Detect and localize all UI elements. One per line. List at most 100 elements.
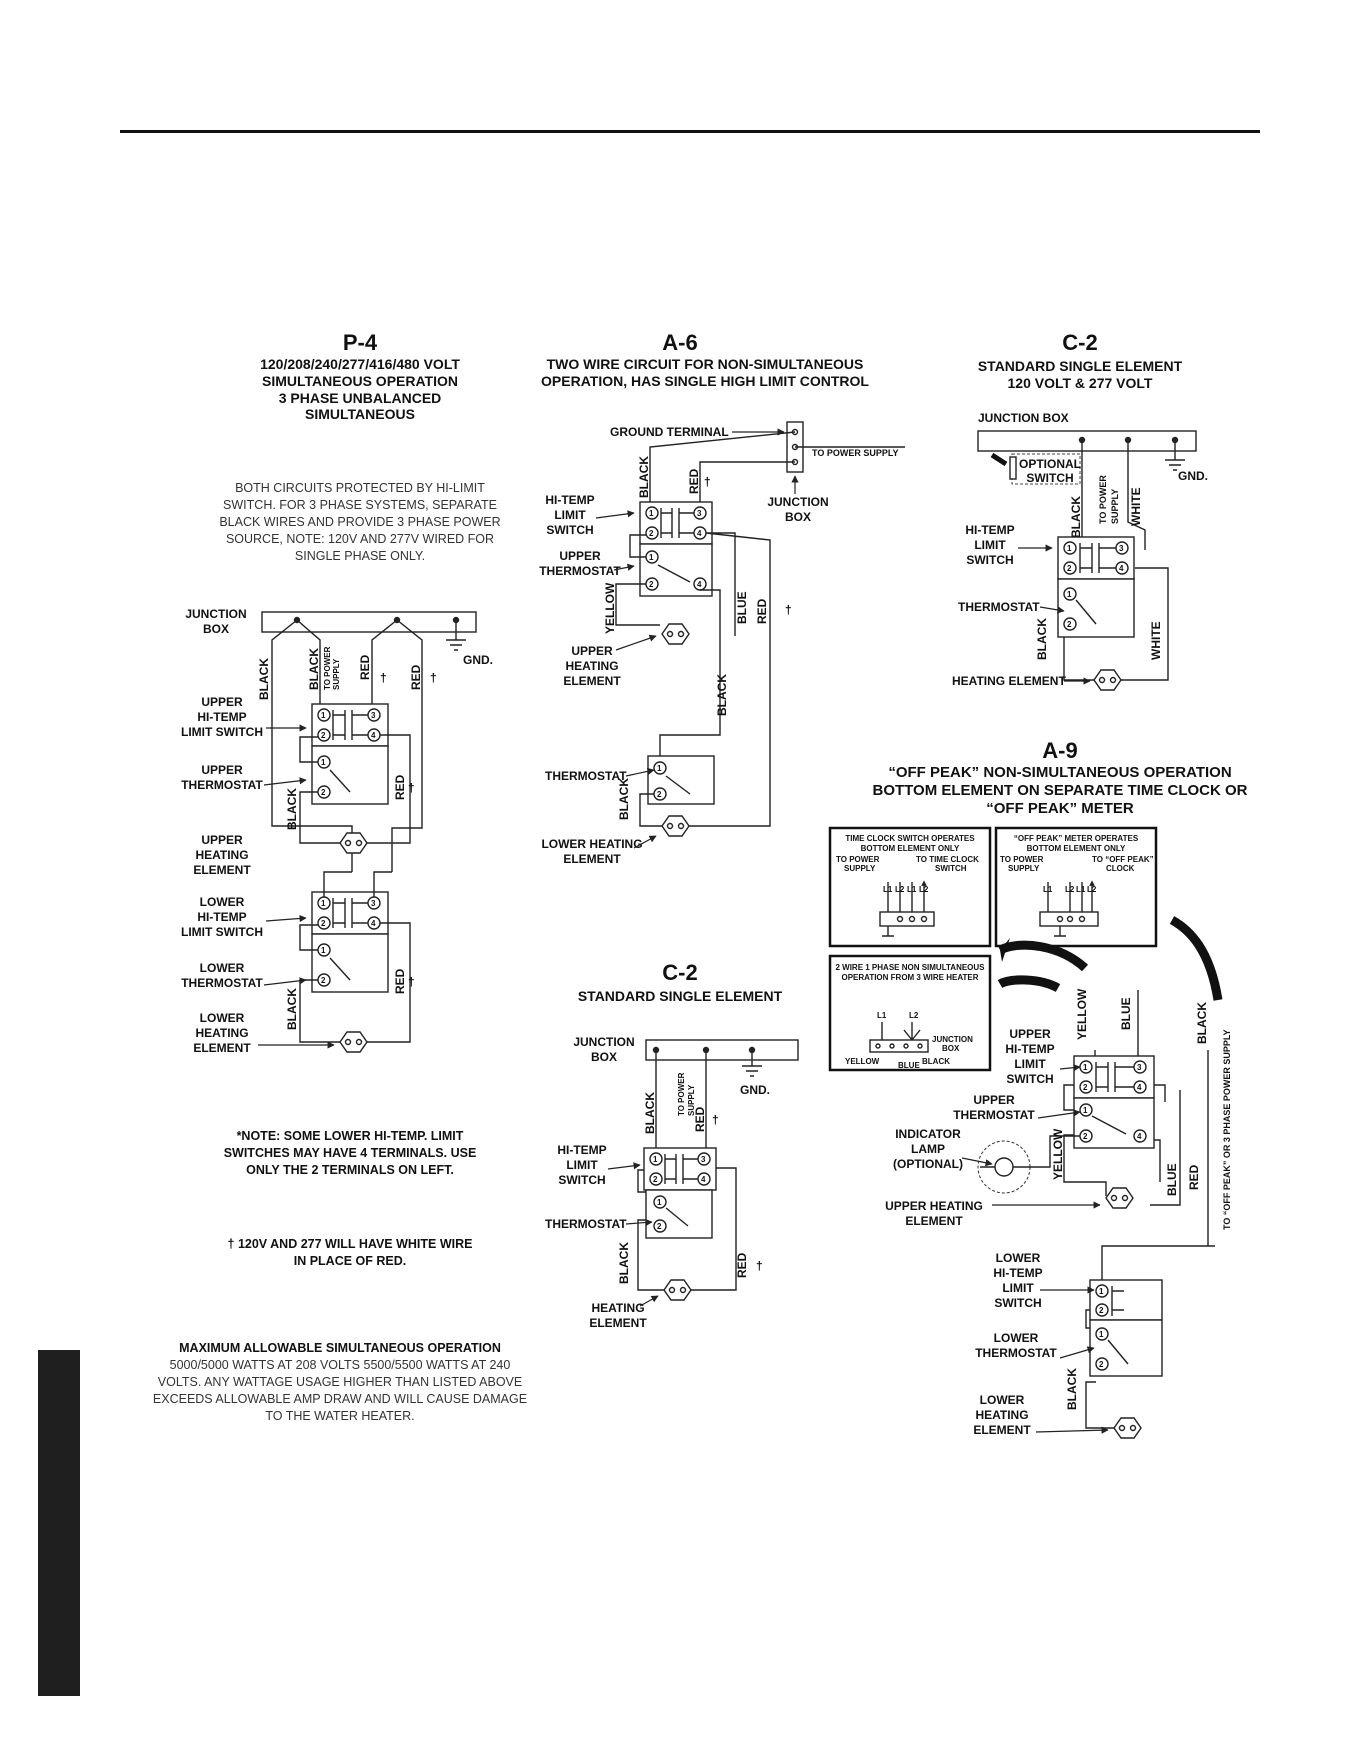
c2-bottom-subtitle: STANDARD SINGLE ELEMENT xyxy=(577,988,783,1004)
p4-wire-red-thermo: RED xyxy=(393,774,407,800)
a9-inset2-to-clock: TO “OFF PEAK”CLOCK xyxy=(1092,855,1154,873)
svg-text:4: 4 xyxy=(1137,1083,1142,1092)
svg-text:L2: L2 xyxy=(1087,885,1097,894)
c2-bottom-to-power: TO POWERSUPPLY xyxy=(677,1072,696,1116)
svg-text:2: 2 xyxy=(1067,564,1072,573)
svg-text:L1: L1 xyxy=(907,885,917,894)
c2-bottom-code: C-2 xyxy=(662,960,698,985)
c2-bottom-thermostat-label: THERMOSTAT xyxy=(545,1217,627,1231)
a9-arrow-to-inset3-b xyxy=(997,975,1061,993)
svg-text:3: 3 xyxy=(371,711,376,720)
header-rule xyxy=(120,130,1260,133)
svg-text:2: 2 xyxy=(657,1222,662,1231)
c2-bottom-wire-black: BLACK xyxy=(643,1092,657,1134)
svg-text:4: 4 xyxy=(701,1175,706,1184)
p4-wire-red-inner: RED xyxy=(358,654,372,680)
c2-bottom-gnd-label: GND. xyxy=(740,1083,770,1097)
a9-upper-element xyxy=(1105,1187,1134,1209)
p4-wire-black-inner: BLACK xyxy=(307,648,321,690)
p4-wire-red-lower: RED xyxy=(393,968,407,994)
c2-bottom-element xyxy=(663,1279,692,1301)
a9-inset3-blue: BLUE xyxy=(898,1061,920,1070)
svg-text:1: 1 xyxy=(1083,1106,1088,1115)
a6-to-power-label: TO POWER SUPPLY xyxy=(812,448,899,458)
svg-text:1: 1 xyxy=(657,764,662,773)
a9-inset3-black: BLACK xyxy=(922,1057,950,1066)
p4-wire-black-lower: BLACK xyxy=(285,988,299,1030)
svg-text:1: 1 xyxy=(1067,590,1072,599)
a6-upper-element xyxy=(661,623,690,645)
svg-text:2: 2 xyxy=(1067,620,1072,629)
svg-text:1: 1 xyxy=(321,711,326,720)
svg-text:1: 1 xyxy=(321,946,326,955)
svg-text:1: 1 xyxy=(1099,1287,1104,1296)
svg-text:2: 2 xyxy=(1099,1306,1104,1315)
svg-text:4: 4 xyxy=(1137,1132,1142,1141)
p4-to-power-label: TO POWERSUPPLY xyxy=(323,646,341,690)
a9-arrow-to-inset3-a xyxy=(997,940,1089,972)
a6-wire-yellow: YELLOW xyxy=(603,582,617,634)
c2-bottom-junction-box xyxy=(645,1039,799,1061)
a6-upper-thermostat xyxy=(639,543,713,597)
p4-junction-box xyxy=(261,611,477,633)
c2-bottom-wire-red-right: RED xyxy=(735,1252,749,1278)
p4-dagger-4: † xyxy=(408,975,415,989)
c2-top-junction-box xyxy=(977,430,1197,452)
svg-text:L1: L1 xyxy=(1076,885,1086,894)
svg-text:1: 1 xyxy=(653,1155,658,1164)
svg-text:1: 1 xyxy=(649,509,654,518)
svg-text:3: 3 xyxy=(697,509,702,518)
c2-bottom-limit-switch xyxy=(643,1147,717,1191)
p4-dagger-3: † xyxy=(408,781,415,795)
svg-text:2: 2 xyxy=(649,580,654,589)
svg-text:3: 3 xyxy=(371,899,376,908)
svg-text:3: 3 xyxy=(1119,544,1124,553)
a6-ground-terminal-label: GROUND TERMINAL xyxy=(610,425,729,439)
a9-inset3-l2: L2 xyxy=(909,1011,919,1020)
a6-code: A-6 xyxy=(662,330,698,355)
a9-inset-two-wire xyxy=(828,954,992,1072)
p4-lower-limit-switch xyxy=(311,891,389,935)
a9-lower-limit-switch xyxy=(1089,1279,1163,1321)
a6-dagger-1: † xyxy=(704,475,711,489)
a6-wire-red-top: RED xyxy=(687,468,701,494)
svg-text:1: 1 xyxy=(321,899,326,908)
a6-wire-black-top: BLACK xyxy=(637,456,651,498)
p4-lower-element xyxy=(339,1031,368,1053)
a9-lower-element xyxy=(1113,1417,1142,1439)
a9-inset-time-clock xyxy=(828,826,992,948)
svg-text:2: 2 xyxy=(1083,1083,1088,1092)
a9-wire-red-mid: RED xyxy=(1187,1164,1201,1190)
svg-text:L2: L2 xyxy=(895,885,905,894)
svg-text:4: 4 xyxy=(371,919,376,928)
a9-wire-black-right: BLACK xyxy=(1195,1002,1209,1044)
p4-gnd-label: GND. xyxy=(463,653,493,667)
svg-text:2: 2 xyxy=(657,790,662,799)
